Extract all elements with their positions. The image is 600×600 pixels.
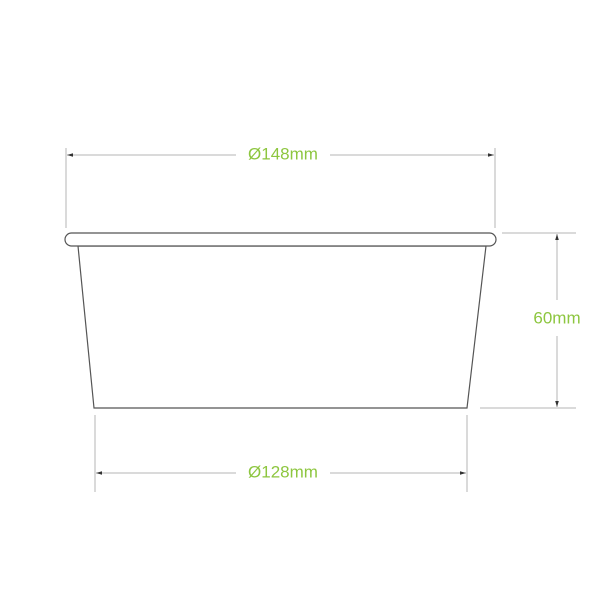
height-label: 60mm bbox=[533, 308, 580, 327]
container-rim bbox=[64, 232, 497, 247]
container-body bbox=[77, 245, 487, 409]
bottom-diameter-label: Ø128mm bbox=[248, 462, 318, 481]
container-outline bbox=[64, 232, 497, 409]
top-diameter-dimension: Ø148mm bbox=[65, 144, 496, 228]
bottom-diameter-dimension: Ø128mm bbox=[94, 415, 468, 492]
height-dimension: 60mm bbox=[480, 232, 581, 409]
top-diameter-label: Ø148mm bbox=[248, 144, 318, 163]
